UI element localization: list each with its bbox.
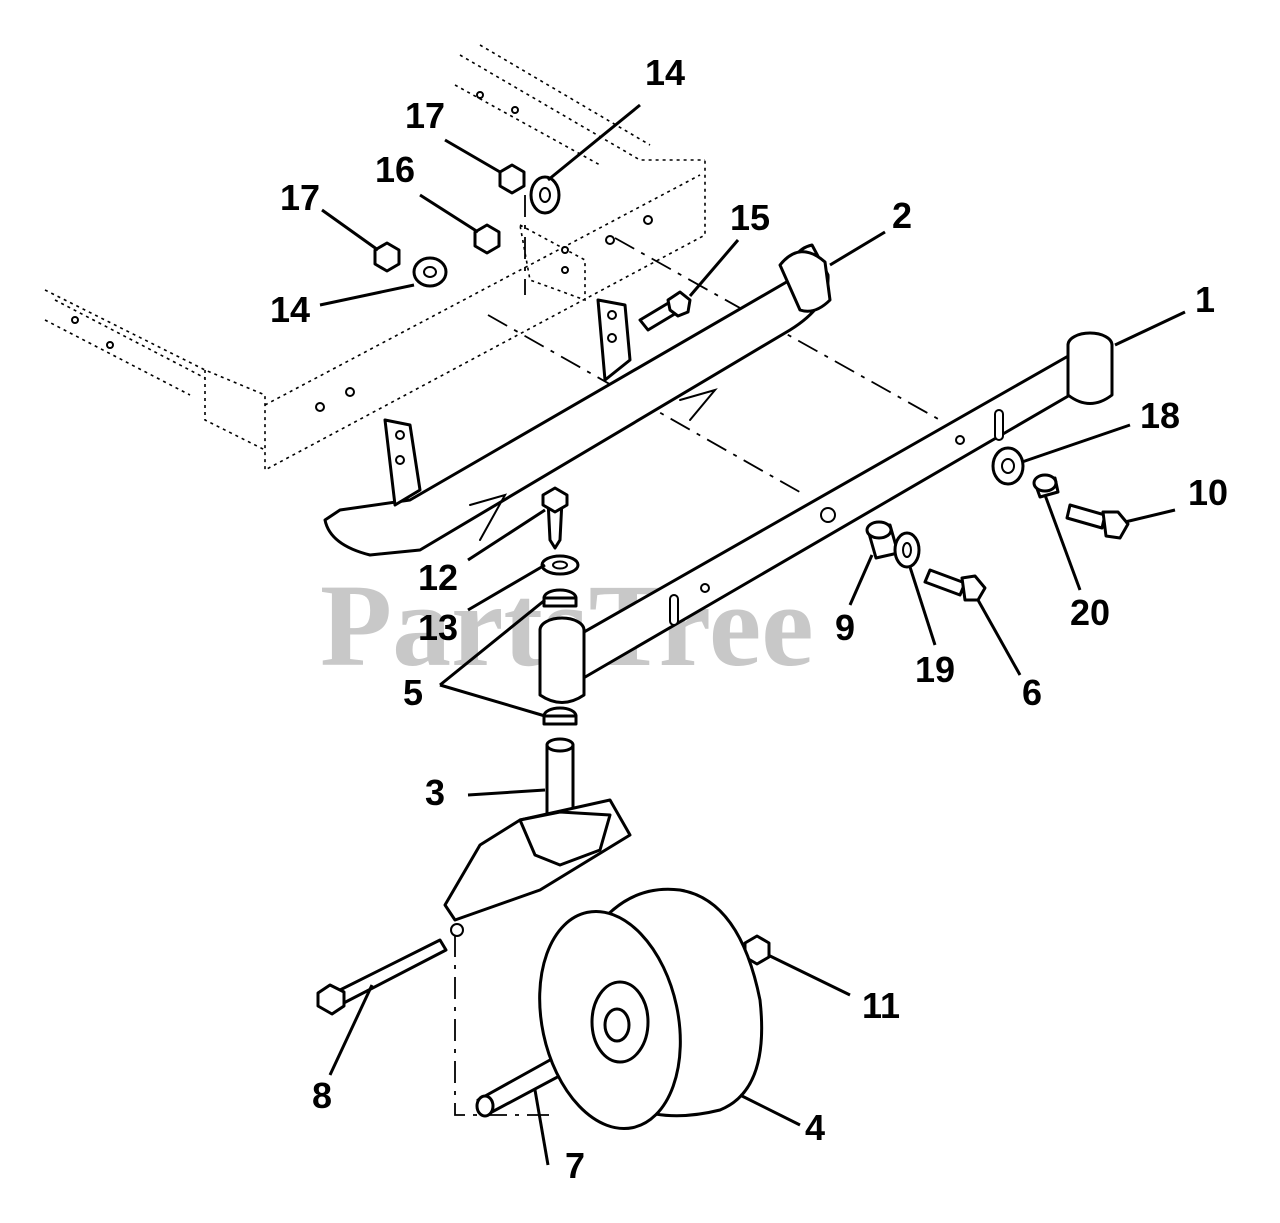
callout-8: 8 [312, 1075, 332, 1116]
callout-19: 19 [915, 649, 955, 690]
callout-1: 1 [1195, 279, 1215, 320]
callout-2: 2 [892, 195, 912, 236]
leader-lines [319, 103, 1186, 1166]
hardware [316, 163, 1130, 1118]
callout-4: 4 [805, 1107, 825, 1148]
callout-6: 6 [1022, 672, 1042, 713]
callout-13: 13 [418, 607, 458, 648]
callout-17-upper: 17 [405, 95, 445, 136]
callout-18: 18 [1140, 395, 1180, 436]
callout-9: 9 [835, 607, 855, 648]
caster-fork [443, 737, 632, 937]
callout-11: 11 [862, 985, 900, 1026]
callout-20: 20 [1070, 592, 1110, 633]
mower-frame [44, 44, 706, 472]
callout-7: 7 [565, 1145, 585, 1186]
callout-15: 15 [730, 197, 770, 238]
callout-14-lower: 14 [270, 289, 310, 330]
callout-3: 3 [425, 772, 445, 813]
callout-10: 10 [1188, 472, 1228, 513]
axle-beam [538, 331, 1114, 704]
callout-5: 5 [403, 672, 423, 713]
callout-17-lower: 17 [280, 177, 320, 218]
callout-14-upper: 14 [645, 52, 685, 93]
bumper-bar [323, 243, 832, 557]
callout-labels: 1 2 3 4 5 6 7 8 9 10 11 12 13 14 14 15 1… [270, 52, 1228, 1186]
callout-12: 12 [418, 557, 458, 598]
callout-16: 16 [375, 149, 415, 190]
caster-wheel [538, 887, 764, 1131]
